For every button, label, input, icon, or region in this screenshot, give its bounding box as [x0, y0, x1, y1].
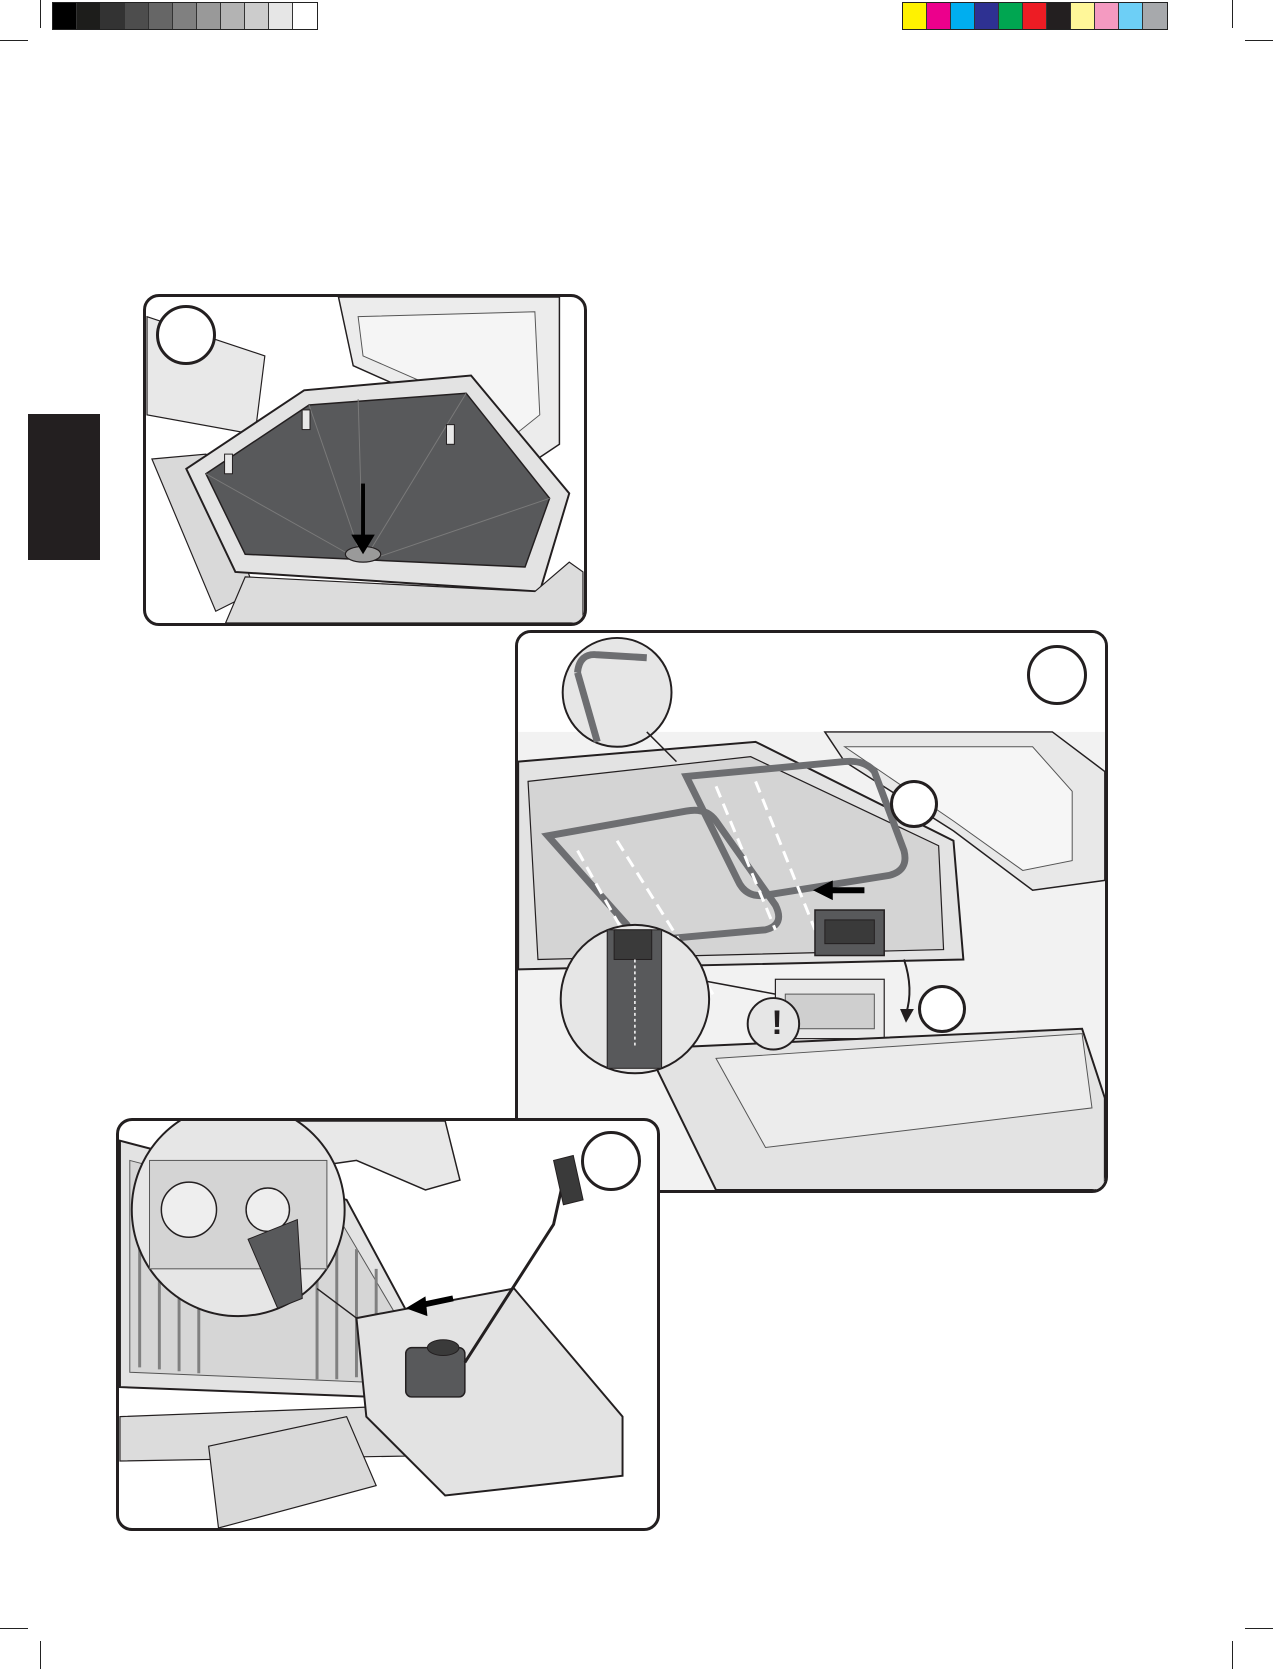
section-tab: [28, 414, 100, 560]
calibration-swatch: [77, 3, 101, 29]
crop-mark-top-left-h: [0, 40, 28, 41]
step-3-number-badge: [581, 1131, 641, 1191]
crop-mark-top-left-v: [40, 0, 41, 28]
calibration-swatch: [221, 3, 245, 29]
crop-mark-top-right-v: [1232, 0, 1233, 28]
calibration-swatch: [927, 3, 951, 29]
calibration-swatch: [1119, 3, 1143, 29]
step-2-illustration: [518, 633, 1105, 1190]
grayscale-calibration-strip: [52, 2, 318, 30]
warning-symbol: !: [764, 1003, 790, 1043]
calibration-swatch: [975, 3, 999, 29]
calibration-swatch: [1143, 3, 1167, 29]
crop-mark-bottom-right-h: [1245, 1628, 1273, 1629]
step-2-sub-badge-1: [890, 780, 938, 828]
calibration-swatch: [293, 3, 317, 29]
crop-mark-bottom-left-h: [0, 1628, 28, 1629]
calibration-swatch: [903, 3, 927, 29]
calibration-swatch: [197, 3, 221, 29]
calibration-swatch: [125, 3, 149, 29]
crop-mark-top-right-h: [1245, 40, 1273, 41]
calibration-swatch: [269, 3, 293, 29]
calibration-swatch: [173, 3, 197, 29]
color-calibration-strip: [902, 2, 1168, 30]
calibration-swatch: [999, 3, 1023, 29]
calibration-swatch: [149, 3, 173, 29]
calibration-swatch: [951, 3, 975, 29]
calibration-swatch: [1047, 3, 1071, 29]
step-3-panel: [116, 1118, 660, 1531]
calibration-swatch: [1095, 3, 1119, 29]
calibration-swatch: [101, 3, 125, 29]
calibration-swatch: [53, 3, 77, 29]
calibration-swatch: [245, 3, 269, 29]
step-2-sub-badge-2: [918, 985, 966, 1033]
calibration-swatch: [1071, 3, 1095, 29]
calibration-swatch: [1023, 3, 1047, 29]
step-2-number-badge: [1027, 645, 1087, 705]
step-3-illustration: [119, 1121, 657, 1528]
crop-mark-bottom-left-v: [40, 1641, 41, 1669]
step-1-number-badge: [156, 305, 216, 365]
step-1-panel: [143, 294, 587, 626]
step-2-panel: !: [515, 630, 1108, 1193]
crop-mark-bottom-right-v: [1232, 1641, 1233, 1669]
